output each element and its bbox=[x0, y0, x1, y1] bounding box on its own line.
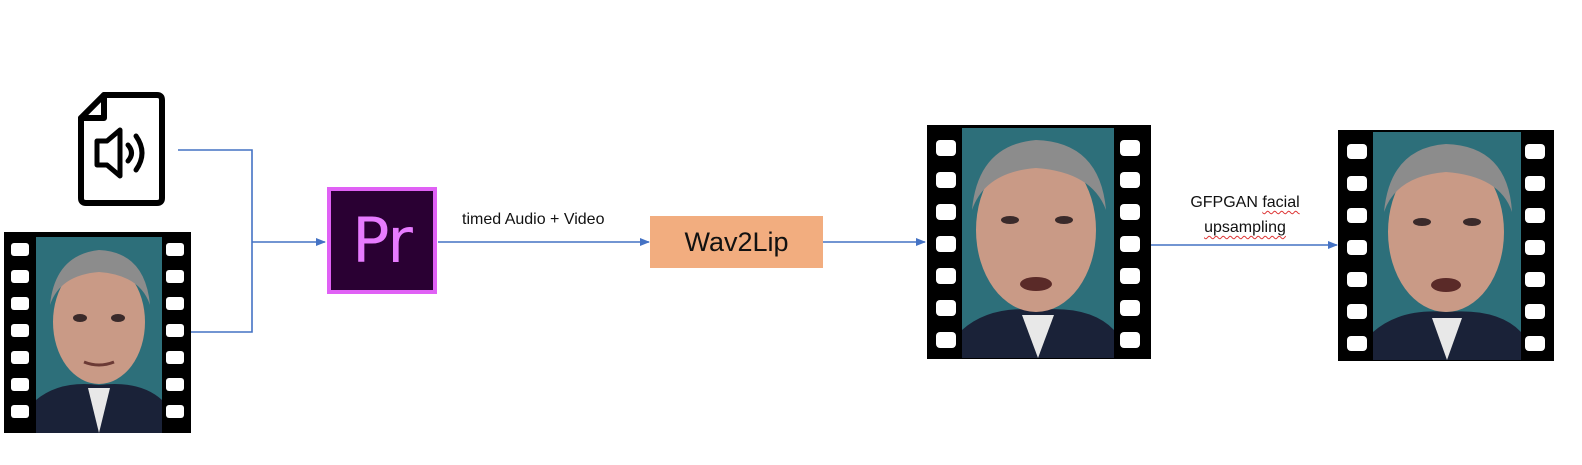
gfpgan-line-1: GFPGAN facial bbox=[1170, 190, 1320, 215]
merge-connector bbox=[178, 149, 326, 333]
gfpgan-word: GFPGAN bbox=[1190, 194, 1263, 211]
premiere-pro-logo: Pr bbox=[327, 187, 437, 294]
lipsync-video-film-icon bbox=[927, 125, 1151, 359]
edge-label-gfpgan: GFPGAN facial upsampling bbox=[1170, 190, 1320, 240]
input-video-film-icon bbox=[4, 232, 191, 433]
wav2lip-label: Wav2Lip bbox=[684, 226, 789, 257]
speaker-file-icon bbox=[78, 92, 165, 206]
wav2lip-node: Wav2Lip bbox=[650, 216, 823, 268]
edge-label-timed-audio-video: timed Audio + Video bbox=[462, 211, 604, 229]
premiere-label: Pr bbox=[352, 203, 413, 277]
facial-word: facial bbox=[1262, 194, 1300, 211]
gfpgan-line-2: upsampling bbox=[1170, 215, 1320, 240]
upsampled-video-film-icon bbox=[1338, 130, 1554, 361]
edge-label-text: timed Audio + Video bbox=[462, 211, 605, 228]
upsampling-word: upsampling bbox=[1204, 219, 1286, 236]
